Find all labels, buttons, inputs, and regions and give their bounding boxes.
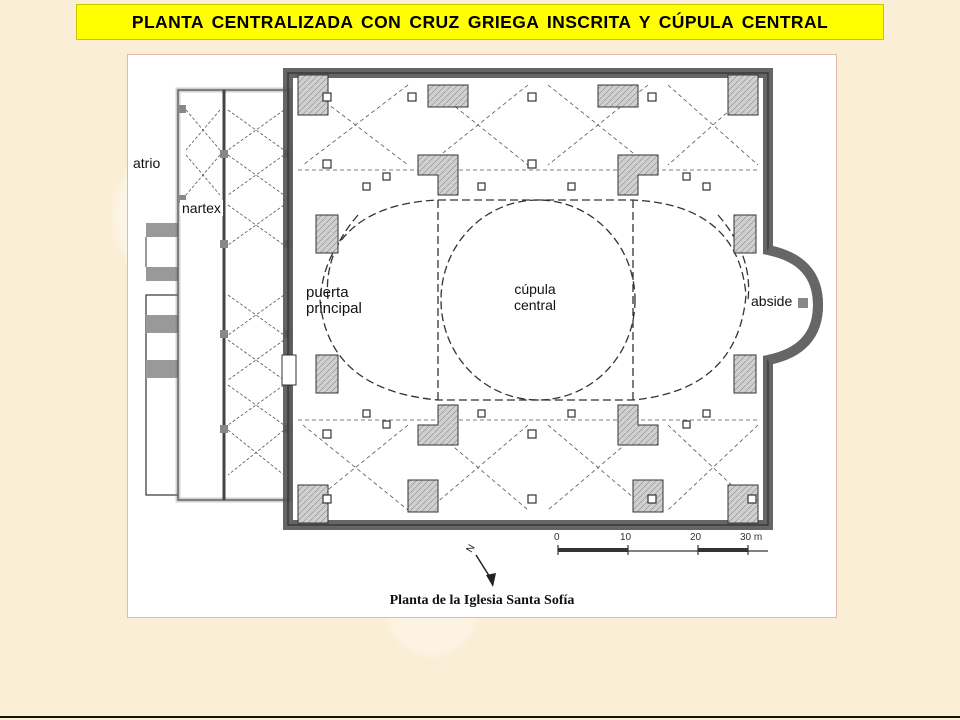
label-puerta-principal: puerta principal (306, 284, 362, 317)
floor-plan-drawing (145, 68, 824, 587)
north-arrow-icon (475, 554, 496, 587)
floor-plan-figure: atrio nartex puerta principal cúpula cen… (127, 54, 837, 618)
columns (322, 92, 757, 504)
scale-tick-0: 0 (554, 532, 560, 543)
label-cupula-central: cúpula central (513, 281, 557, 313)
label-nartex: nartex (180, 200, 223, 216)
scale-tick-20: 20 (690, 532, 702, 543)
scale-bar (557, 545, 768, 555)
narthex (175, 87, 293, 503)
main-entrance (281, 354, 297, 386)
scale-tick-10: 10 (620, 532, 632, 543)
central-dome-space (319, 199, 750, 401)
label-abside: abside (750, 293, 794, 309)
apse (766, 245, 824, 365)
slide-title: PLANTA CENTRALIZADA CON CRUZ GRIEGA INSC… (76, 4, 884, 40)
label-atrio: atrio (133, 155, 161, 171)
figure-caption: Planta de la Iglesia Santa Sofía (389, 593, 575, 608)
scale-tick-30: 30 m (740, 532, 763, 543)
bottom-divider (0, 716, 960, 718)
